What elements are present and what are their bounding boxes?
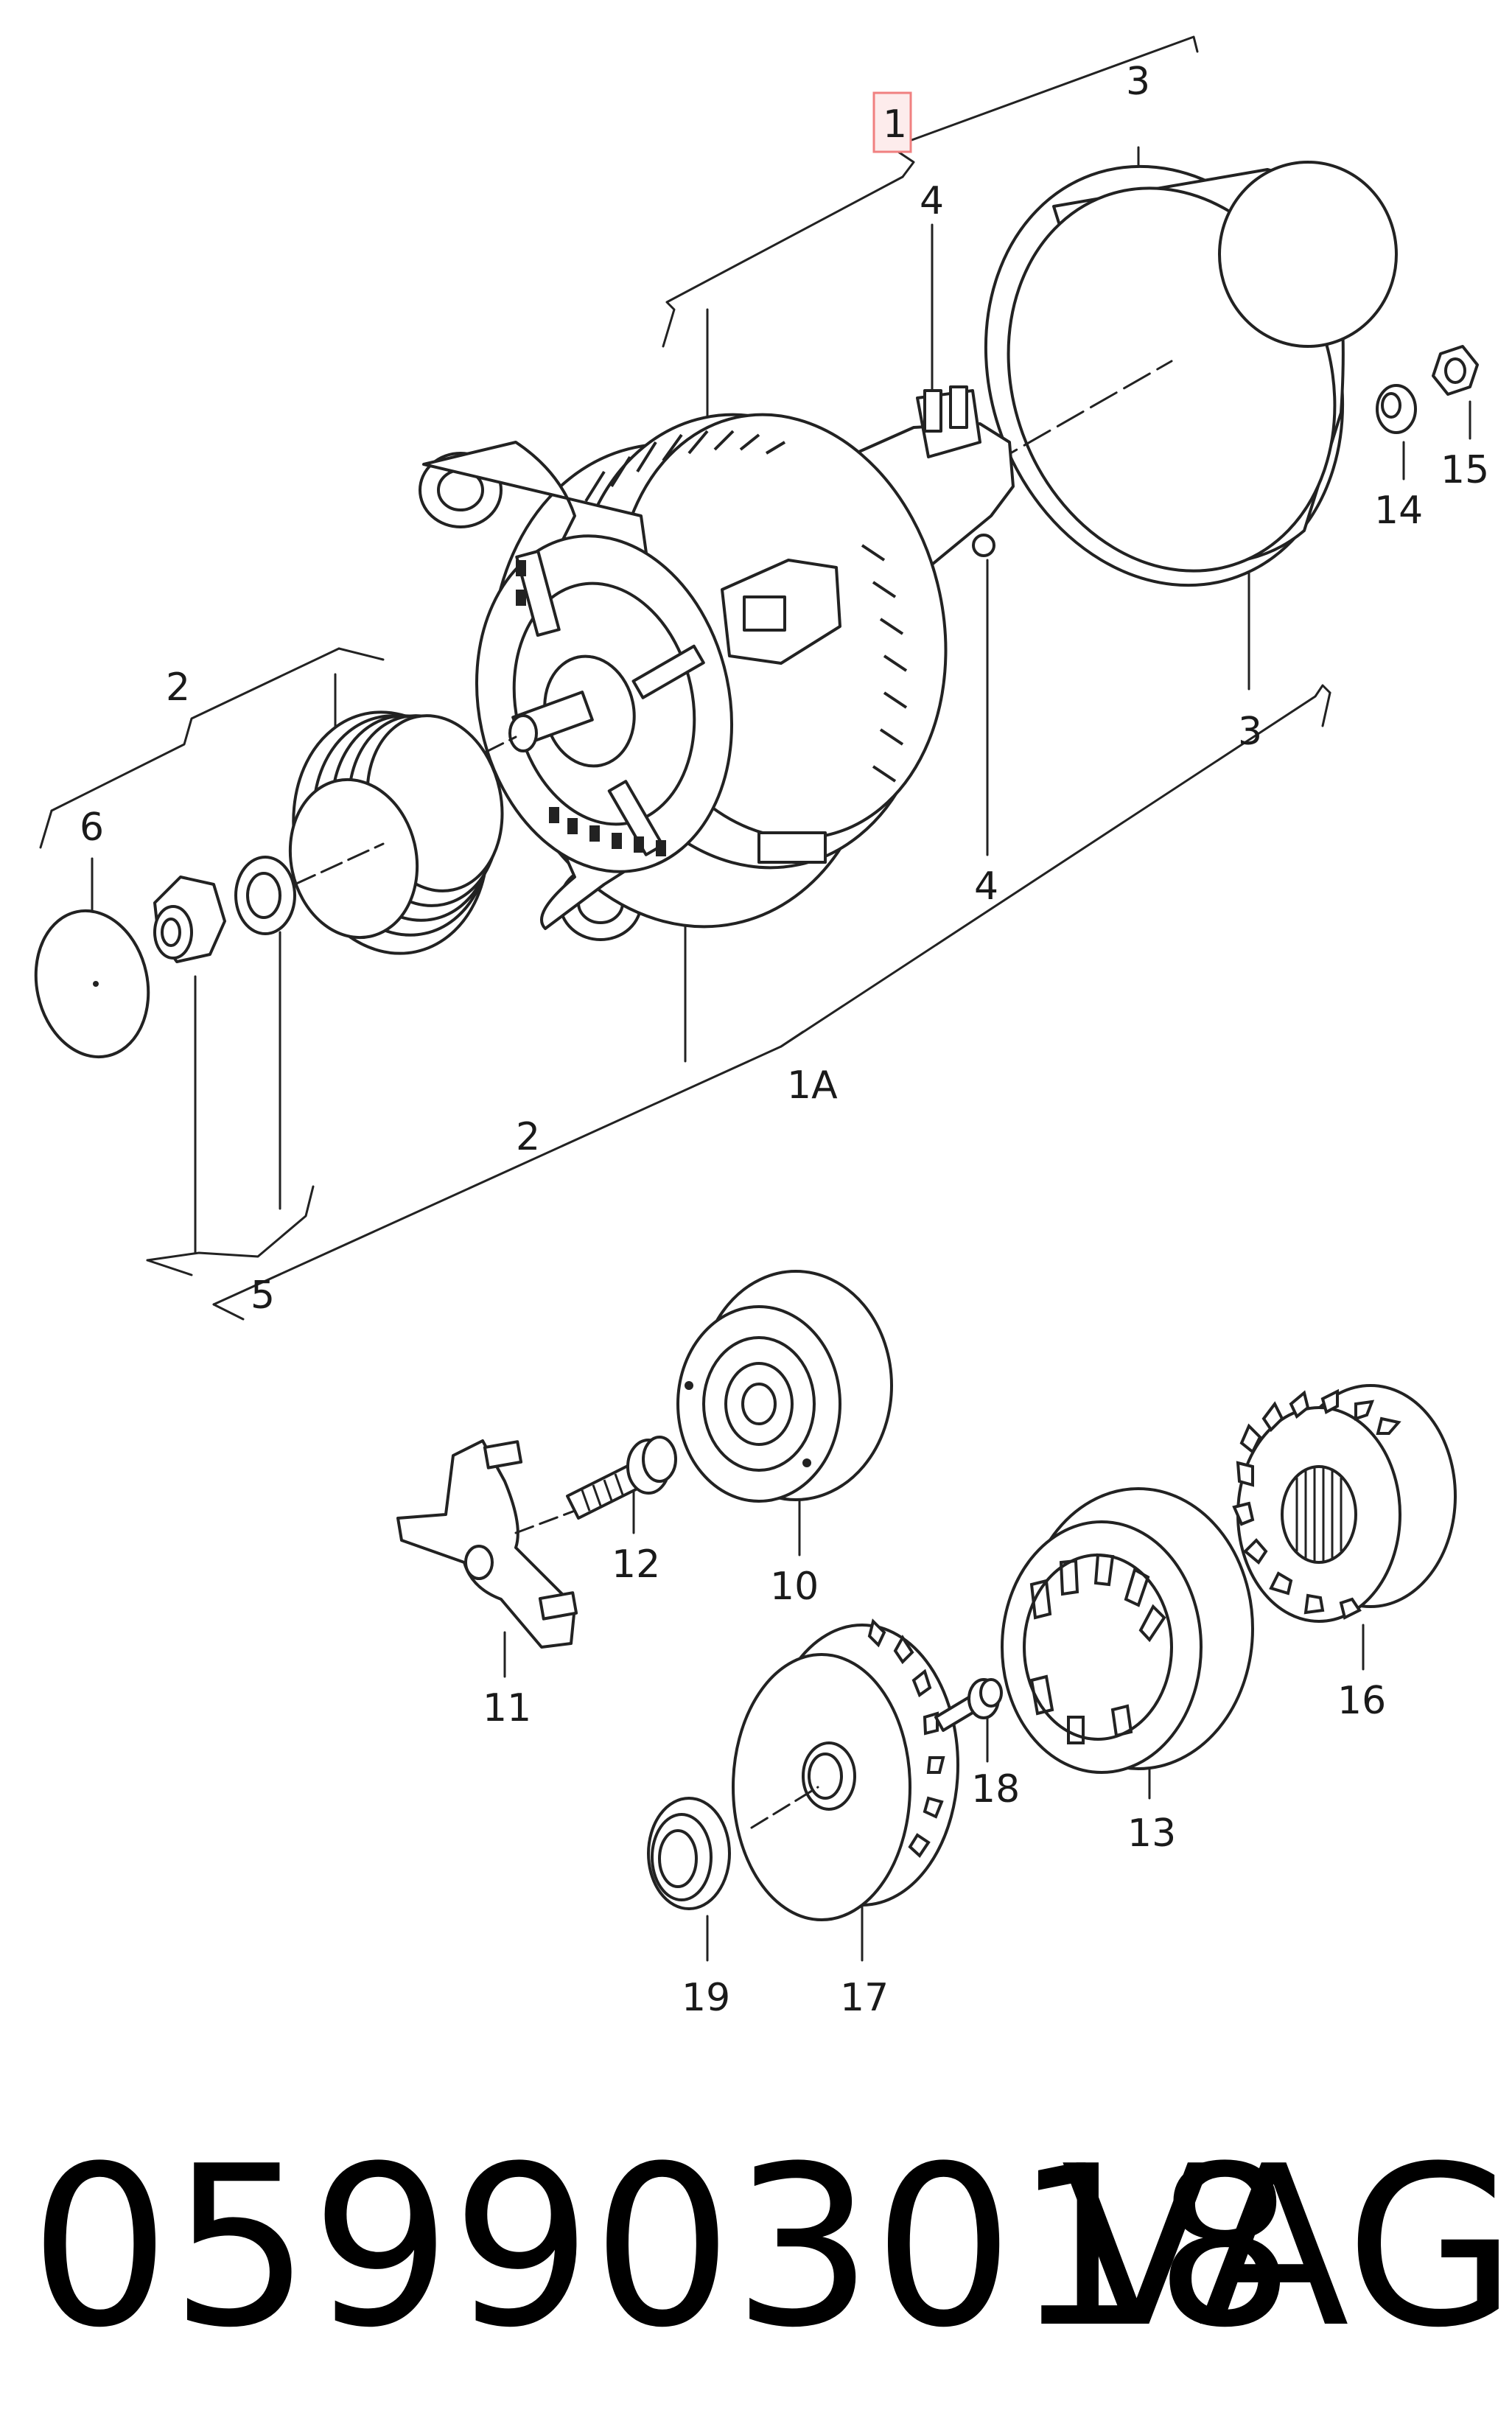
callout-11: 11 [483,1686,531,1730]
callout-2-mid: 2 [516,1115,540,1159]
bolt-part-18 [934,1678,1003,1732]
brand-name: VAG [1061,2119,1512,2376]
rear-cover-part [984,161,1398,587]
drive-flange-part [396,1439,578,1649]
callout-3-bottom: 3 [1238,710,1262,754]
seal-ring-part [647,1797,731,1910]
callout-4-bottom: 4 [974,864,998,909]
callout-2-top: 2 [166,665,190,710]
ring-gear-part [1001,1487,1254,1774]
leader-lines [91,146,1471,1962]
spur-gear-part [1232,1384,1457,1623]
drive-plate-part [732,1618,959,1921]
callout-16: 16 [1337,1679,1386,1723]
callout-18: 18 [971,1767,1020,1811]
callout-15: 15 [1441,448,1489,492]
part-number: 059903018 [29,2119,1295,2376]
freewheel-housing-part [676,1270,893,1503]
callout-13: 13 [1127,1811,1176,1856]
dust-cap-part [34,909,150,1059]
bolt-part-12 [566,1436,677,1520]
callout-19: 19 [682,1976,730,2020]
callout-1: 1 [883,102,907,147]
nut-part-14 [1376,384,1417,434]
pulley-part [288,710,504,955]
callout-12: 12 [612,1542,660,1587]
callout-14: 14 [1374,489,1423,533]
hex-nut-part [153,876,226,963]
callout-4-top: 4 [920,179,944,223]
callout-17: 17 [840,1976,889,2020]
callout-1a: 1A [787,1063,838,1108]
exploded-parts-diagram: 1 3 4 15 14 3 2 6 4 1A 2 5 12 10 11 16 1… [34,35,1489,2020]
callout-10: 10 [770,1565,819,1609]
callout-highlight-box [872,91,912,153]
alternator-body-part [419,413,948,941]
assembly-bracket-lines [39,35,1331,1321]
callout-5: 5 [251,1273,275,1318]
callout-6: 6 [80,806,104,850]
nut-part-15 [1432,345,1479,396]
washer-part [234,856,296,935]
callout-3-top: 3 [1126,60,1150,104]
